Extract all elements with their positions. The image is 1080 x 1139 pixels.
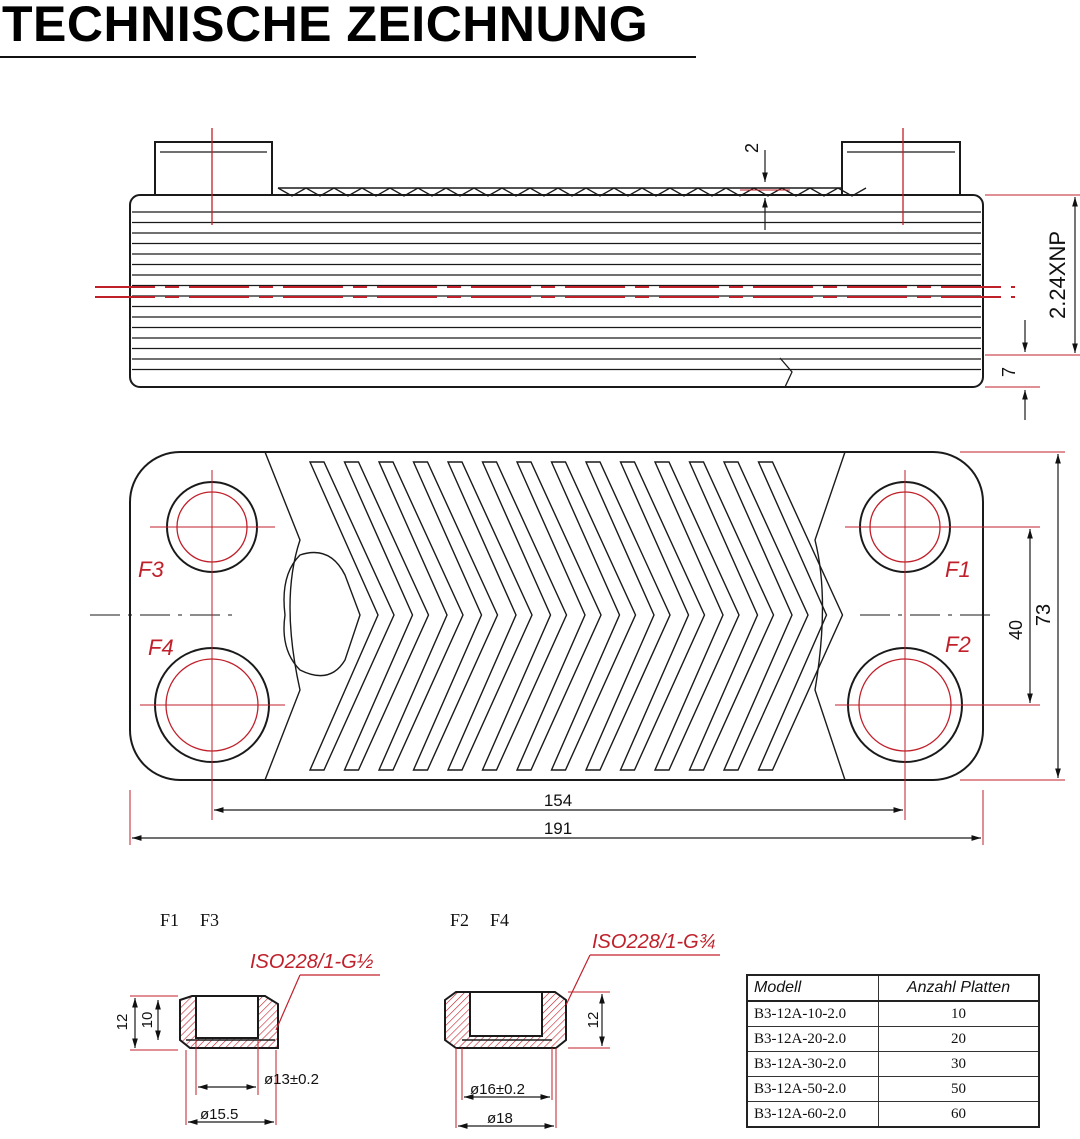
port-label-f4: F4 [148,635,174,660]
dim-label-height: 2.24XNP [1045,231,1070,319]
table-cell-plates: 30 [878,1051,1040,1077]
side-connector-left [154,141,273,196]
table-cell-plates: 20 [878,1026,1040,1052]
detail-left-dim-10: 10 [139,1012,156,1029]
port-label-f1: F1 [945,557,971,582]
side-connector-right [841,141,961,196]
table-cell-model: B3-12A-50-2.0 [746,1076,879,1102]
front-plate-outline [129,451,984,781]
side-body [129,194,984,388]
dim-label-73: 73 [1033,604,1055,626]
front-view [90,451,1065,845]
detail-right-dim-inner: ø16±0.2 [470,1081,525,1098]
title-underline [0,56,696,58]
table-cell-model: B3-12A-60-2.0 [746,1101,879,1128]
chevron-pattern [308,461,844,771]
port-label-f3: F3 [138,557,164,582]
dim-label-154: 154 [544,791,572,810]
side-view [95,128,1080,420]
table-cell-model: B3-12A-30-2.0 [746,1051,879,1077]
detail-right-dim-outer: ø18 [487,1110,513,1127]
dim-label-7: 7 [999,367,1019,377]
dim-label-2: 2 [742,143,762,153]
dim-label-40: 40 [1006,620,1026,640]
table-cell-plates: 10 [878,1000,1040,1027]
detail-left-dim-inner: ø13±0.2 [264,1071,319,1088]
detail-right-label-f2: F2 [450,910,469,930]
detail-left-dim-12: 12 [114,1014,131,1031]
detail-right [444,954,720,1129]
table-cell-model: B3-12A-20-2.0 [746,1026,879,1052]
side-zigzag [277,187,867,197]
table-header-plates: Anzahl Platten [878,974,1040,1002]
port-label-f2: F2 [945,632,971,657]
detail-left-dim-outer: ø15.5 [200,1106,238,1123]
table-cell-model: B3-12A-10-2.0 [746,1000,879,1027]
table-cell-plates: 50 [878,1076,1040,1102]
dim-label-191: 191 [544,819,572,838]
detail-right-dim-12: 12 [585,1012,602,1029]
detail-left-label-f3: F3 [200,910,219,930]
detail-right-thread: ISO228/1-G¾ [592,931,715,953]
table-header-model: Modell [746,974,879,1002]
detail-right-label-f4: F4 [490,910,509,930]
table-cell-plates: 60 [878,1101,1040,1128]
detail-left [130,974,380,1125]
page-title: TECHNISCHE ZEICHNUNG [2,0,649,52]
detail-left-thread: ISO228/1-G½ [250,951,374,973]
table-header-row: Modell Anzahl Platten [746,974,1040,1002]
side-plates [132,211,981,371]
detail-left-label-f1: F1 [160,910,179,930]
